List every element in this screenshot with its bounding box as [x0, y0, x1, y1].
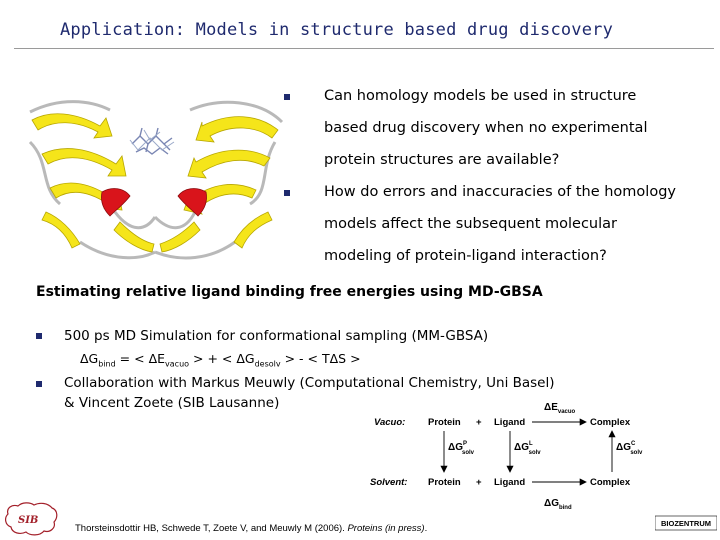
sib-logo-text: SIB: [18, 515, 38, 526]
solvent-complex-label: Complex: [590, 477, 631, 488]
citation-text: Thorsteinsdottir HB, Schwede T, Zoete V,…: [75, 523, 348, 534]
solvent-plus-sign: +: [476, 477, 482, 488]
solvent-protein-label: Protein: [428, 477, 461, 488]
svg-text:ΔEvacuo: ΔEvacuo: [544, 402, 576, 415]
binding-energy-formula: ΔGbind = < ΔEvacuo > + < ΔGdesolv > - < …: [80, 351, 361, 369]
solvent-ligand-label: Ligand: [494, 477, 525, 488]
vacuo-plus-sign: +: [476, 417, 482, 428]
thermodynamic-cycle-diagram: Vacuo: Protein + Ligand Complex Solvent:…: [370, 402, 643, 511]
sib-logo: SIB: [5, 502, 58, 536]
question-1-line-2: based drug discovery when no experimenta…: [324, 120, 648, 136]
bullet-marker: [36, 381, 42, 387]
vacuo-label: Vacuo:: [374, 417, 405, 428]
biozentrum-logo: BIOZENTRUM: [655, 515, 717, 531]
vacuo-protein-label: Protein: [428, 417, 461, 428]
collaboration-line-1: Collaboration with Markus Meuwly (Comput…: [64, 375, 555, 391]
citation-end: .: [424, 523, 428, 534]
protein-structure-image: [28, 100, 284, 260]
md-simulation-bullet: 500 ps MD Simulation for conformational …: [64, 328, 489, 344]
vacuo-complex-label: Complex: [590, 417, 631, 428]
bullet-marker: [284, 94, 290, 100]
question-2-line-3: modeling of protein-ligand interaction?: [324, 248, 607, 264]
bullet-marker: [36, 333, 42, 339]
vacuo-ligand-label: Ligand: [494, 417, 525, 428]
bullet-marker: [284, 190, 290, 196]
slide-title: Application: Models in structure based d…: [60, 20, 614, 40]
question-1-line-1: Can homology models be used in structure: [324, 88, 637, 104]
solvent-label: Solvent:: [370, 477, 407, 488]
collaboration-line-2: & Vincent Zoete (SIB Lausanne): [64, 395, 280, 411]
question-2-line-2: models affect the subsequent molecular: [324, 216, 617, 232]
citation-journal: Proteins (in press): [347, 523, 425, 534]
svg-text:ΔGbind: ΔGbind: [544, 498, 572, 511]
biozentrum-logo-text: BIOZENTRUM: [661, 519, 711, 528]
question-2-line-1: How do errors and inaccuracies of the ho…: [324, 184, 676, 200]
title-divider: [14, 48, 714, 49]
section-heading: Estimating relative ligand binding free …: [36, 284, 543, 300]
question-1-line-3: protein structures are available?: [324, 152, 560, 168]
citation: Thorsteinsdottir HB, Schwede T, Zoete V,…: [75, 523, 427, 534]
